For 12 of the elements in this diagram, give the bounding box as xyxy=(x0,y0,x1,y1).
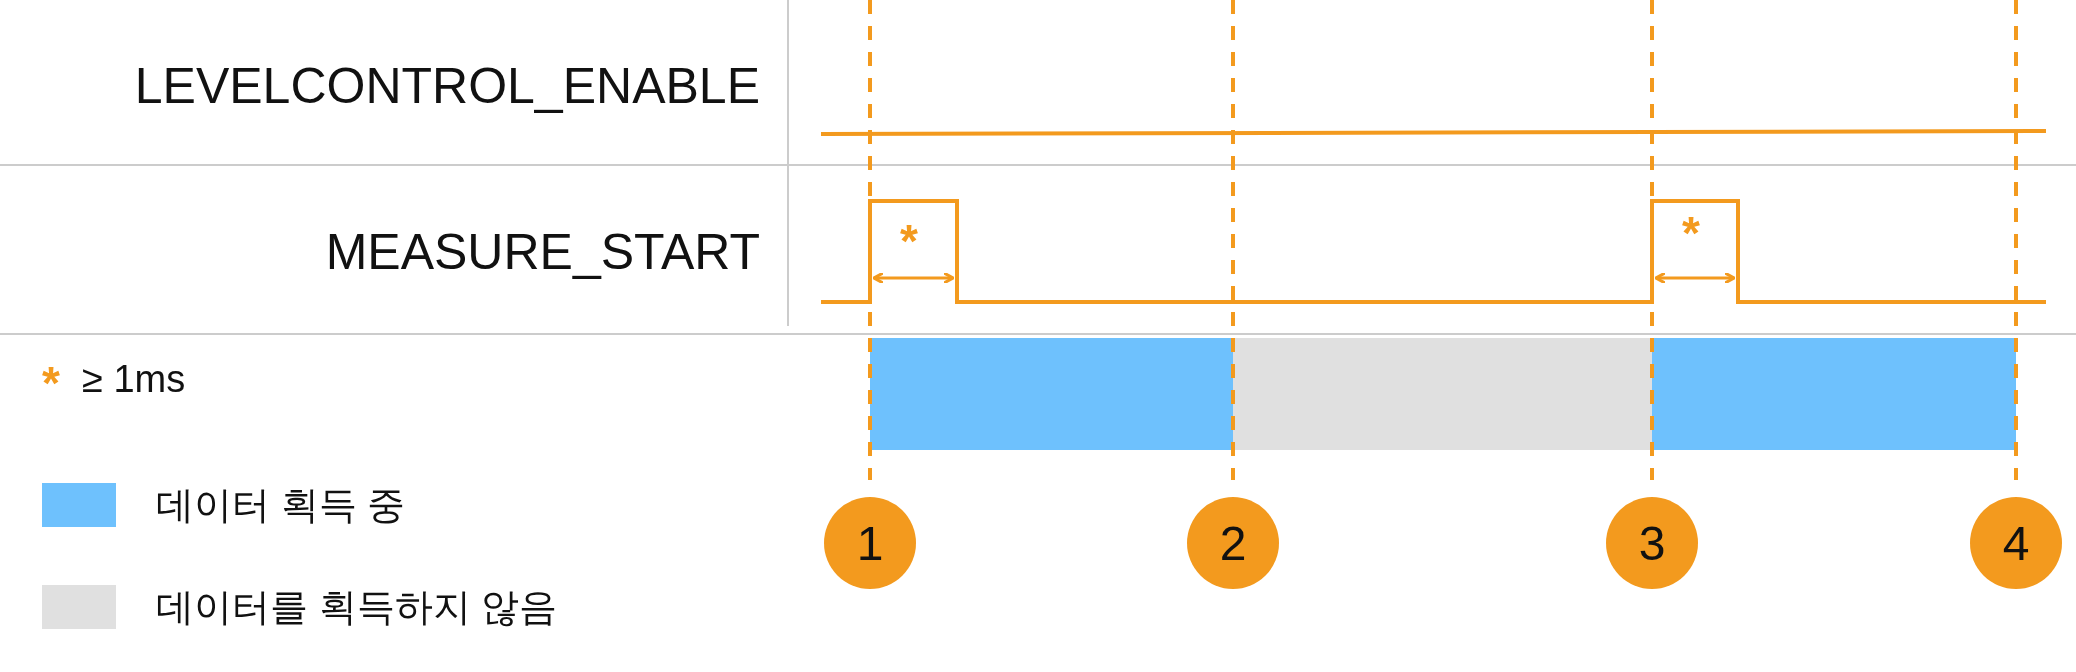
callout-number: 4 xyxy=(1970,497,2062,589)
duration-note: ≥ 1ms xyxy=(82,357,186,401)
asterisk-mark: * xyxy=(900,218,918,264)
asterisk-mark: * xyxy=(1682,210,1700,256)
legend-label: 데이터 획득 중 xyxy=(156,483,406,527)
signal-name: LEVELCONTROL_ENABLE xyxy=(133,58,760,114)
callout-number: 3 xyxy=(1606,497,1698,589)
callout-number: 1 xyxy=(824,497,916,589)
legend-label: 데이터를 획득하지 않음 xyxy=(156,585,558,629)
asterisk-mark: * xyxy=(42,360,60,406)
callout-number: 2 xyxy=(1187,497,1279,589)
signal-name: MEASURE_START xyxy=(324,224,760,280)
